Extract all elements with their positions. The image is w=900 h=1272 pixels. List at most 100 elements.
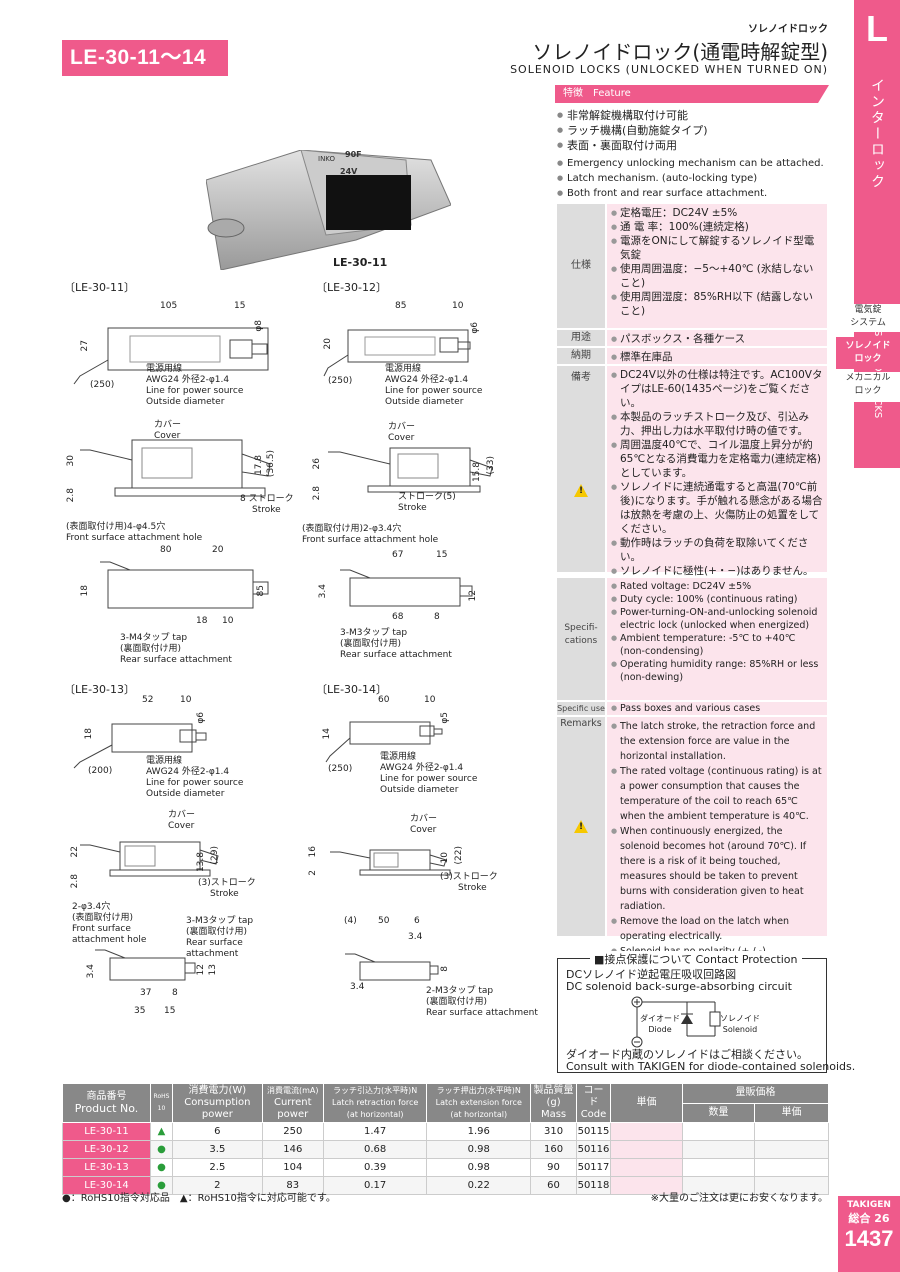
photo-caption: LE-30-11 [333,256,388,269]
spec-table-jp: 仕様 定格電圧：DC24V ±5% 通 電 率：100%(連続定格) 電源をON… [557,204,827,578]
remark-item: DC24V以外の仕様は特注です。AC100VタイプはLE-60(1435ページ)… [611,368,823,410]
contact-protection-title: ■接点保護について Contact Protection [590,951,802,967]
dim: (250) [328,764,353,774]
label: Rear surface attachment [340,650,452,660]
use-header-en: Specific use [557,702,605,715]
drawing-title-13: 〔LE-30-13〕 [64,683,136,696]
nav-mechanical-lock[interactable]: メカニカルロック [836,372,900,402]
dim: 13 [208,964,218,976]
dim: 15 [164,1006,176,1016]
dim: 10 [452,301,464,311]
label: Cover [168,821,195,831]
solenoid-label: ソレノイド Solenoid [718,1013,762,1035]
sol-label-jp: ソレノイド [720,1014,760,1023]
label: tap [238,916,254,926]
label: Outside diameter [146,789,225,799]
spec-values: 定格電圧：DC24V ±5% 通 電 率：100%(連続定格) 電源をONにして… [607,204,827,328]
cell-product: LE-30-11 [62,1122,151,1141]
spec-item: 通 電 率：100%(連続定格) [611,220,823,234]
label: 電源用線 [380,752,417,762]
dim: 68 [392,612,404,622]
label: Rear surface attachment [120,655,232,665]
label: AWG24 外径2-φ1.4 [380,763,464,773]
dim: 18 [80,585,90,597]
label: Front surface attachment hole [66,533,203,543]
spec-table-en: Specifi-cations Rated voltage: DC24V ±5%… [557,578,827,959]
label: カバー [410,814,438,824]
dim: 12 [468,590,478,602]
nav-label: ロック [854,386,882,396]
dim: 20 [212,545,224,555]
spec-header-en: Specifi-cations [557,578,605,700]
rear-tap-label-12: 3-M3タップ tap(裏面取付け用)Rear surface attachme… [340,628,452,661]
remarks-values: DC24V以外の仕様は特注です。AC100VタイプはLE-60(1435ページ)… [607,366,827,578]
th-mass: 製品質量(g)Mass [530,1083,577,1123]
dim: φ8 [254,320,264,332]
dim: 15 [234,301,246,311]
th-label: Code [580,1109,607,1120]
dim: 30 [66,455,76,467]
cell-extension: 0.22 [426,1176,532,1195]
photo-label-1: INKO [318,155,336,163]
sogo-label: 総合 [848,1212,871,1225]
cell-extension: 0.98 [426,1158,532,1177]
spec-item: 使用周囲湿度：85%RH以下 (結露しないこと) [611,290,823,318]
cell-code: 50115 [575,1122,612,1141]
dim: φ6 [470,322,480,334]
cell-retraction: 0.17 [322,1176,428,1195]
label: ストローク [248,494,294,504]
circuit-diagram [631,996,721,1048]
drawing-le-30-11 [73,327,271,609]
label: Front surface attachment hole [302,535,439,545]
cell-code: 50117 [575,1158,612,1177]
drawing-le-30-14 [325,721,451,981]
label: 3-M4タップ [120,633,170,643]
sol-label-en: Solenoid [722,1025,758,1034]
label: 電源用線 [385,364,422,374]
feature-item: ラッチ機構(自動施錠タイプ) [557,123,708,138]
dim: 35 [134,1006,146,1016]
dim: 85 [256,585,266,597]
diode-label-jp: ダイオード [640,1014,680,1023]
drawing-title-14: 〔LE-30-14〕 [316,683,388,696]
label: tap [172,633,188,643]
spec-item: 使用周囲温度：−5〜+40℃ (氷結しないこと) [611,262,823,290]
remarks-header: 備考 [557,366,605,572]
dim: (5) [443,492,456,502]
remark-item: 周囲温度40℃で、コイル温度上昇分が約65℃となる消費電力を定格電力(連続定格)… [611,438,823,480]
th-label: ラッチ引込力(水平時)N [333,1086,418,1095]
cell-retraction: 0.39 [322,1158,428,1177]
remark-item: When continuously energized, the solenoi… [611,824,823,914]
label: Cover [388,433,415,443]
nav-label: システム [850,318,886,328]
cell-mass: 90 [530,1158,577,1177]
label: Outside diameter [146,397,225,407]
nav-electric-lock-system[interactable]: 電気錠システム [836,304,900,332]
page-number: 1437 [844,1226,894,1251]
cell-price [610,1176,683,1195]
remark-item: 本製品のラッチストローク及び、引込み力、押出し力は水平取付け時の値です。 [611,410,823,438]
th-label: Mass [540,1109,567,1120]
dim: 3.4 [350,982,365,992]
table-row: LE-30-11 ▲ 6 250 1.47 1.96 310 50115 [62,1122,829,1141]
cell-extension: 1.96 [426,1122,532,1141]
delivery-item: 標準在庫品 [611,350,823,364]
dim: (200) [88,766,113,776]
remark-item: Remove the load on the latch when operat… [611,914,823,944]
remark-item: ソレノイドに連続通電すると高温(70℃前後)になります。手が触れる懸念がある場合… [611,480,823,536]
cell-qty [682,1158,755,1177]
drawing-le-30-13 [73,723,219,981]
label: (裏面取付け用) [426,997,488,1007]
dim: 105 [160,301,178,311]
nav-solenoid-lock[interactable]: ソレノイドロック [836,337,900,369]
